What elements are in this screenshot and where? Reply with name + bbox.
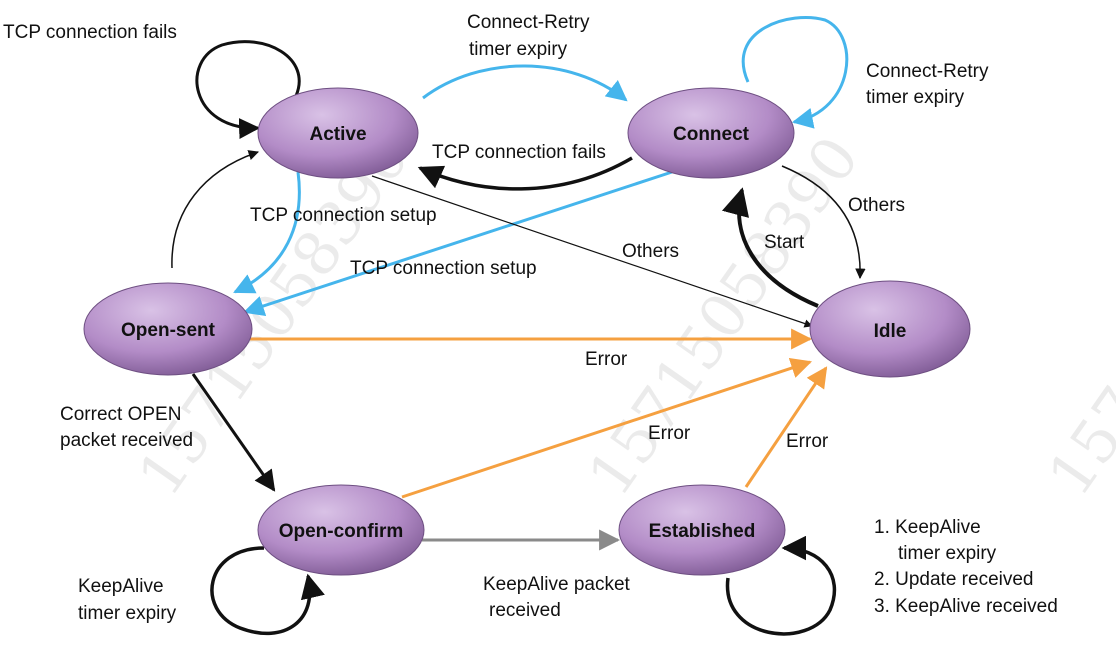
- state-opensent-ellipse: [83, 282, 253, 376]
- watermark-right: 15715058390: [1035, 124, 1116, 508]
- label-keepalive-self-2: timer expiry: [78, 603, 177, 624]
- edge-openconfirm-self-loop: [210, 546, 325, 635]
- label-correct-open-1: Correct OPEN: [60, 404, 181, 425]
- label-setup-connect-opensent: TCP connection setup: [350, 258, 537, 279]
- edge-active-to-connect: [422, 64, 628, 102]
- established-loop-notes: 1. KeepAlive timer expiry 2. Update rece…: [874, 517, 1058, 617]
- state-established-ellipse: [618, 484, 786, 576]
- edge-active-to-idle: [371, 175, 813, 328]
- edge-connect-to-idle: [781, 165, 866, 280]
- label-correct-open-2: packet received: [60, 430, 193, 451]
- state-idle-label: Idle: [874, 321, 907, 342]
- label-retry-connect-self-2: timer expiry: [866, 87, 965, 108]
- state-connect-label: Connect: [673, 124, 750, 145]
- label-start-idle-connect: Start: [764, 232, 805, 253]
- note-item-1: 1. KeepAlive: [874, 517, 981, 538]
- label-setup-active-opensent: TCP connection setup: [250, 205, 437, 226]
- label-retry-active-connect-2: timer expiry: [469, 39, 568, 60]
- label-retry-active-connect-1: Connect-Retry: [467, 12, 590, 33]
- label-error-opensent-idle: Error: [585, 349, 628, 370]
- label-keepalive-packet-1: KeepAlive packet: [483, 574, 631, 595]
- edge-openconfirm-to-idle: [401, 357, 812, 499]
- edge-labels: TCP connection fails Connect-Retry timer…: [3, 12, 989, 624]
- edge-established-to-idle: [744, 366, 828, 488]
- label-keepalive-packet-2: received: [489, 600, 561, 621]
- note-item-1-cont: timer expiry: [898, 543, 997, 564]
- label-error-openconfirm-idle: Error: [648, 423, 691, 444]
- state-openconfirm-ellipse: [257, 484, 425, 576]
- edge-connect-to-opensent: [243, 170, 673, 317]
- state-opensent-label: Open-sent: [121, 320, 216, 341]
- note-item-3: 3. KeepAlive received: [874, 596, 1058, 617]
- note-item-2: 2. Update received: [874, 569, 1034, 590]
- label-retry-connect-self-1: Connect-Retry: [866, 61, 989, 82]
- label-others-connect-idle: Others: [848, 195, 905, 216]
- edges: [171, 16, 866, 636]
- states: Active Connect Open-sent Idle Open-confi…: [83, 87, 971, 576]
- edge-opensent-to-openconfirm: [191, 373, 276, 492]
- label-tcp-fails-connect-active: TCP connection fails: [432, 142, 606, 163]
- label-tcp-fails-active-self: TCP connection fails: [3, 22, 177, 43]
- state-established-label: Established: [649, 521, 756, 542]
- edge-connect-self-loop: [741, 16, 849, 129]
- label-others-active-idle: Others: [622, 241, 679, 262]
- edge-idle-to-connect: [721, 187, 819, 308]
- state-openconfirm-label: Open-confirm: [279, 521, 404, 542]
- edge-connect-to-active: [417, 156, 633, 191]
- label-keepalive-self-1: KeepAlive: [78, 576, 164, 597]
- edge-active-self-loop: [195, 40, 301, 140]
- state-idle-ellipse: [809, 280, 971, 378]
- state-active-ellipse: [257, 87, 419, 179]
- state-connect-ellipse: [627, 87, 795, 179]
- edge-active-to-opensent: [233, 171, 301, 294]
- label-error-established-idle: Error: [786, 431, 829, 452]
- edge-opensent-to-active: [171, 150, 259, 269]
- state-active-label: Active: [309, 124, 366, 145]
- edge-established-self-loop: [725, 535, 837, 636]
